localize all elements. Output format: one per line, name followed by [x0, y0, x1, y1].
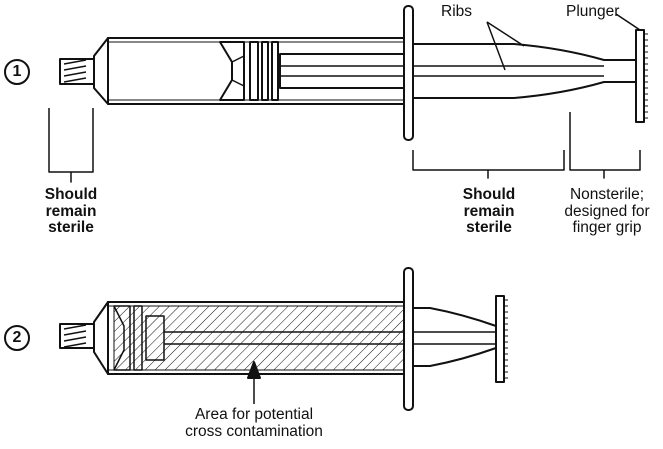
syringe-1 [48, 5, 648, 183]
step-1-number: 1 [4, 59, 30, 85]
tip-sterile-line-1: Should [44, 186, 98, 203]
syringe-1-plunger-shaft [412, 43, 637, 99]
syringe-2-hub [93, 301, 109, 375]
tip-sterile-line-3: sterile [48, 219, 94, 237]
contamination-line-2: cross contamination [185, 422, 323, 440]
syringe-2-flange [403, 267, 414, 411]
syringe-2-thumb-press [495, 295, 505, 383]
shaft-sterile-line-1: Should [462, 186, 516, 203]
shaft-sterile-label: Should remain sterile [446, 186, 532, 237]
plunger-leader-line [615, 13, 641, 31]
grip-nonsterile-label: Nonsterile; designed for finger grip [555, 186, 659, 237]
shaft-sterile-line-2: remain [463, 202, 515, 220]
grip-nonsterile-line-1: Nonsterile; [569, 186, 645, 203]
syringe-1-thumb-press [635, 29, 645, 123]
grip-nonsterile-brace [569, 112, 641, 179]
contamination-label: Area for potential cross contamination [168, 406, 340, 440]
tip-sterile-label: Should remain sterile [28, 186, 114, 237]
syringe-1-hub [93, 37, 109, 105]
grip-nonsterile-line-3: finger grip [572, 219, 642, 237]
syringe-2-luer-tip [59, 323, 95, 349]
shaft-sterile-brace [412, 150, 565, 179]
contamination-line-1: Area for potential [194, 406, 314, 423]
ribs-label: Ribs [441, 3, 473, 20]
step-2-number: 2 [4, 325, 30, 351]
plunger-label: Plunger [566, 3, 620, 20]
syringe-1-flange [403, 5, 414, 141]
ribs-leader-line-1 [486, 21, 525, 47]
tip-sterile-brace [48, 108, 94, 183]
contamination-arrowhead [247, 361, 261, 379]
tip-sterile-line-2: remain [45, 202, 97, 220]
ribs-leader-line-2 [486, 21, 506, 71]
syringe-2 [59, 267, 508, 411]
shaft-sterile-line-3: sterile [466, 219, 512, 237]
grip-nonsterile-line-2: designed for [564, 202, 650, 220]
syringe-2-plunger-shaft [412, 307, 497, 367]
syringe-1-luer-tip [59, 58, 95, 85]
